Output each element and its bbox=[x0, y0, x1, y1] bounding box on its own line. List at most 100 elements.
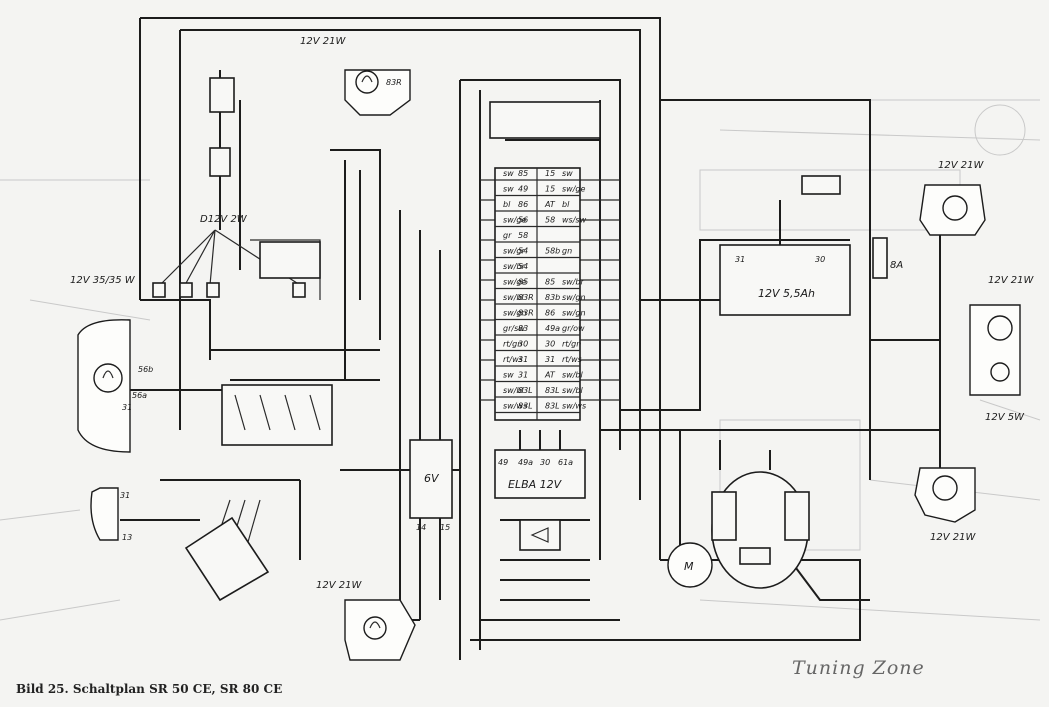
terminal-wire-left: sw/gn bbox=[503, 309, 527, 318]
terminal-wire-left: sw bbox=[503, 371, 514, 380]
terminal-pin-left: 49 bbox=[518, 185, 528, 194]
battery: 12V 5,5Ah 31 30 bbox=[719, 244, 851, 316]
terminal-pin-right: AT bbox=[544, 200, 556, 209]
rear-lamp-small-rating: 12V 5W bbox=[985, 412, 1025, 423]
terminal-wire-left: rt/gn bbox=[503, 340, 522, 349]
terminal-pin-right: 85 bbox=[545, 278, 555, 287]
terminal-wire-left: sw/ge bbox=[503, 278, 526, 287]
terminal-wire-right: sw/bl bbox=[562, 371, 583, 380]
terminal-pin-right: 83L bbox=[545, 386, 560, 395]
terminal-wire-left: gr bbox=[503, 231, 512, 240]
terminal-wire-left: gr/sw bbox=[503, 324, 525, 333]
motor: M bbox=[667, 471, 810, 589]
terminal-wire-right: sw/br bbox=[562, 278, 584, 287]
indicator-bulbs: D12V 2W bbox=[152, 214, 321, 298]
terminal-wire-left: sw/ge bbox=[503, 216, 526, 225]
top-left-switches bbox=[209, 77, 841, 195]
terminal-pin-right: 15 bbox=[545, 185, 555, 194]
terminal-pin-left: 54 bbox=[518, 247, 528, 256]
terminal-pin-left: 83R bbox=[518, 309, 534, 318]
brake-light-83r-rating: 12V 21W bbox=[300, 36, 346, 47]
fuse-rating: 8A bbox=[890, 260, 903, 271]
rear-lamp-upper: 12V 21W bbox=[919, 160, 986, 236]
watermark: Tuning Zone bbox=[792, 657, 925, 679]
terminal-block-left-labels: sw sw bl sw/ge gr sw/gr sw/br sw/ge sw/bl sw/gn gr… bbox=[503, 169, 527, 411]
terminal-wire-right: sw/ws bbox=[562, 402, 586, 411]
terminal-pin-left: 85 bbox=[518, 278, 528, 287]
terminal-wire-right: sw/ge bbox=[562, 185, 585, 194]
terminal-wire-right: gr/ow bbox=[562, 324, 585, 333]
indicator-bulbs-rating: D12V 2W bbox=[200, 214, 248, 225]
ignition-coil-pin-15: 15 bbox=[440, 523, 450, 532]
rear-lamp-cluster: 12V 21W 12V 5W bbox=[969, 275, 1034, 423]
brake-light-83l: 12V 21W bbox=[316, 580, 416, 661]
brake-light-83r: 12V 21W 83R bbox=[300, 36, 411, 116]
terminal-wire-right: ws/sw bbox=[562, 216, 587, 225]
terminal-wire-left: sw bbox=[503, 185, 514, 194]
terminal-pin-right: 58 bbox=[545, 216, 555, 225]
terminal-pin-left: 83L bbox=[518, 402, 533, 411]
terminal-wire-left: sw/br bbox=[503, 262, 525, 271]
terminal-pin-left: 31 bbox=[518, 371, 528, 380]
fuse: 8A bbox=[872, 237, 903, 279]
terminal-pin-left: 30 bbox=[518, 340, 528, 349]
terminal-wire-left: sw bbox=[503, 169, 514, 178]
terminal-wire-right: sw/gn bbox=[562, 293, 586, 302]
regulator-pin-30: 30 bbox=[540, 458, 550, 467]
terminal-wire-right: sw/gn bbox=[562, 309, 586, 318]
terminal-pin-right: 31 bbox=[545, 355, 555, 364]
terminal-wire-left: sw/bl bbox=[503, 386, 524, 395]
terminal-wire-right: rt/gn bbox=[562, 340, 581, 349]
terminal-pin-left: 58 bbox=[518, 231, 528, 240]
terminal-pin-right: AT bbox=[544, 371, 556, 380]
ignition-coil: 6V 14 15 bbox=[409, 439, 453, 532]
motor-label: M bbox=[684, 560, 694, 573]
headlamp-rating: 12V 35/35 W bbox=[70, 275, 136, 286]
regulator-pin-49: 49 bbox=[498, 458, 508, 467]
terminal-pin-left: 85 bbox=[518, 169, 528, 178]
terminal-pin-right: 86 bbox=[545, 309, 555, 318]
headlamp: 12V 35/35 W 56b 56a 31 bbox=[70, 275, 153, 453]
terminal-pin-right: 83b bbox=[545, 293, 560, 302]
horn: 31 13 bbox=[90, 487, 132, 542]
rear-lamp-lower: 12V 21W bbox=[914, 467, 976, 543]
headlamp-pin-31: 31 bbox=[122, 403, 132, 412]
terminal-pin-left: 86 bbox=[518, 200, 528, 209]
terminal-pin-left: 31 bbox=[518, 355, 528, 364]
horn-pin-13: 13 bbox=[122, 533, 132, 542]
brake-light-83l-rating: 12V 21W bbox=[316, 580, 362, 591]
figure-caption: Bild 25. Schaltplan SR 50 CE, SR 80 CE bbox=[16, 682, 283, 696]
terminal-pin-right: 83L bbox=[545, 402, 560, 411]
horn-pin-31: 31 bbox=[120, 491, 130, 500]
ignition-coil-pin-14: 14 bbox=[416, 523, 426, 532]
terminal-wire-left: sw/gr bbox=[503, 247, 525, 256]
terminal-pin-left: 56 bbox=[518, 216, 528, 225]
ignition-coil-label: 6V bbox=[424, 472, 440, 485]
battery-pin-30: 30 bbox=[815, 255, 825, 264]
terminal-wire-left: rt/ws bbox=[503, 355, 523, 364]
handlebar-switch bbox=[184, 516, 270, 602]
regulator: ELBA 12V 49 49a 30 61a bbox=[494, 449, 586, 551]
terminal-wire-right: bl bbox=[562, 200, 570, 209]
terminal-pin-right: 49a bbox=[545, 324, 560, 333]
regulator-label: ELBA 12V bbox=[508, 478, 563, 491]
terminal-pin-left: 83L bbox=[518, 386, 533, 395]
regulator-pin-49a: 49a bbox=[518, 458, 533, 467]
light-switch-panel bbox=[221, 384, 333, 446]
terminal-pin-right: 58b bbox=[545, 247, 560, 256]
terminal-pin-right: 30 bbox=[545, 340, 555, 349]
battery-pin-31: 31 bbox=[735, 255, 745, 264]
terminal-wire-left: bl bbox=[503, 200, 511, 209]
battery-rating: 12V 5,5Ah bbox=[758, 287, 815, 300]
headlamp-pin-56a: 56a bbox=[132, 391, 147, 400]
brake-light-83r-pin: 83R bbox=[386, 78, 402, 87]
rear-lamp-upper-rating: 12V 21W bbox=[938, 160, 984, 171]
rear-lamp-mid-rating: 12V 21W bbox=[988, 275, 1034, 286]
terminal-wire-left: sw/bl bbox=[503, 293, 524, 302]
regulator-pin-61a: 61a bbox=[558, 458, 573, 467]
terminal-wire-right: gn bbox=[562, 247, 572, 256]
terminal-wire-left: sw/ws bbox=[503, 402, 527, 411]
headlamp-pin-56b: 56b bbox=[138, 365, 153, 374]
